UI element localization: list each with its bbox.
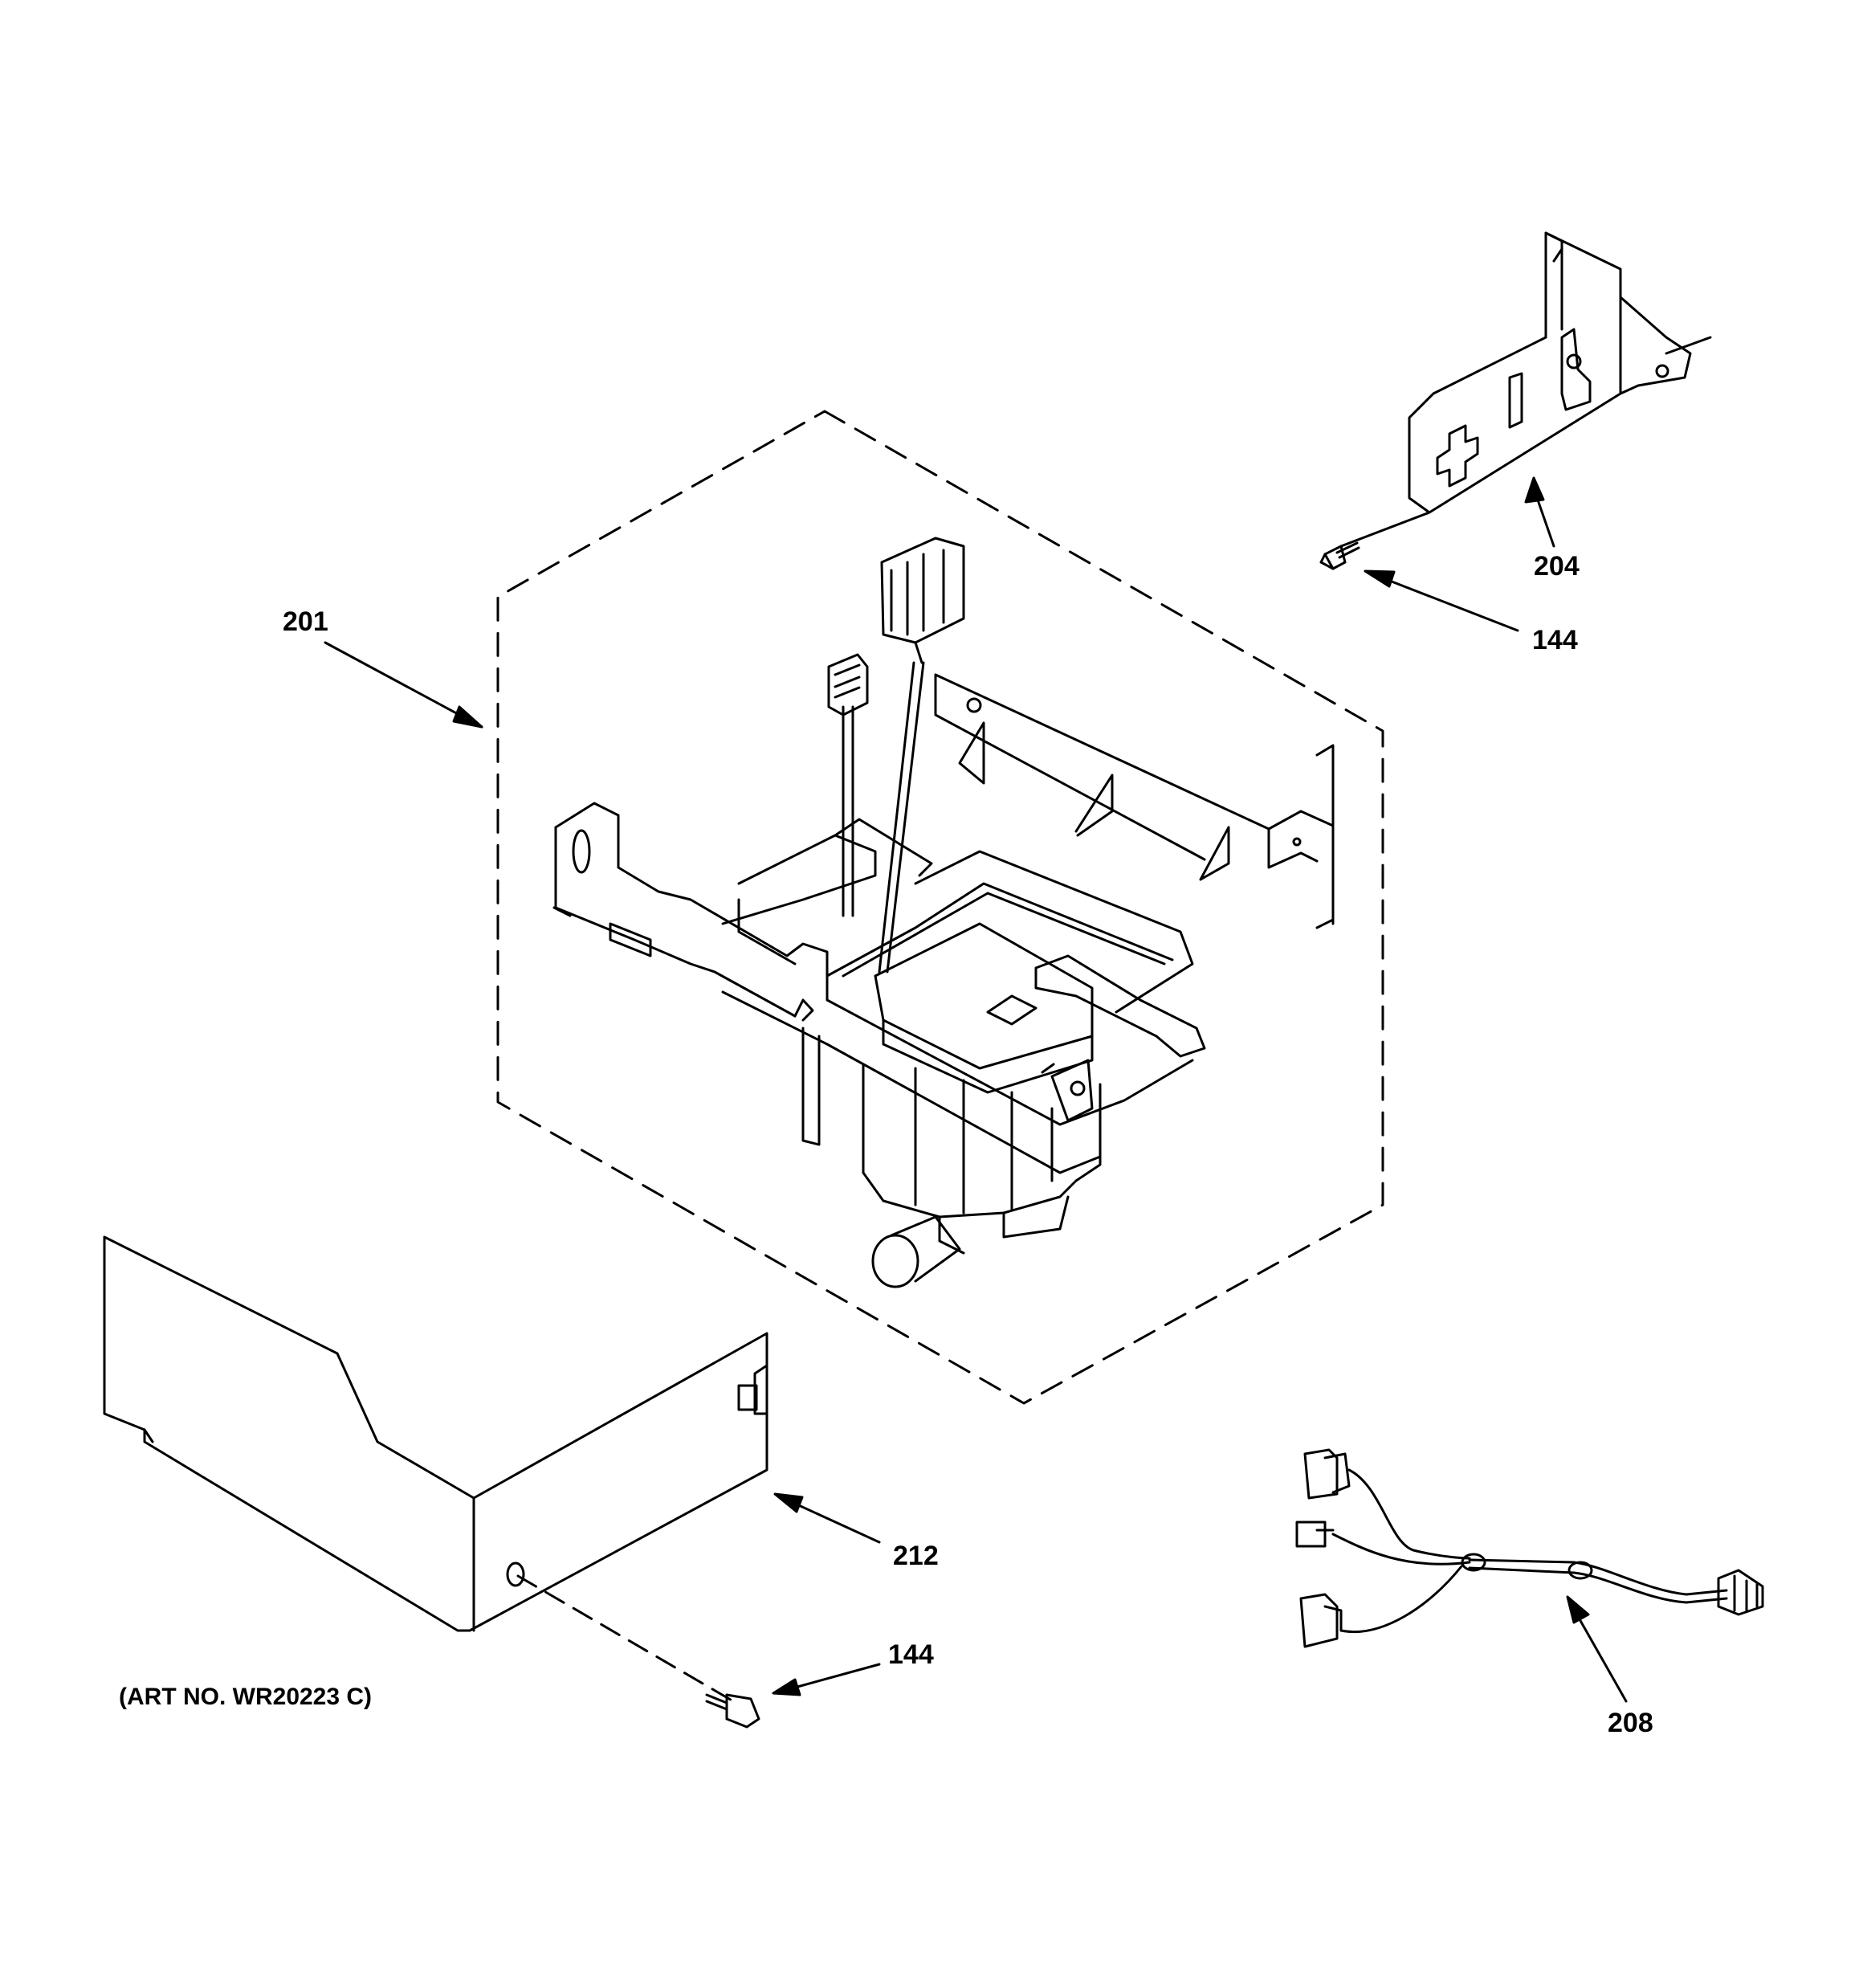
arrow-212-head: [773, 1492, 804, 1513]
drain-pan-assembly: [552, 537, 1335, 1288]
callout-208: 208: [1608, 1708, 1653, 1738]
art-number-caption: (ART NO. WR20223 C): [119, 1684, 373, 1710]
arrow-208-head: [1566, 1595, 1590, 1624]
cover-part-212: [103, 1235, 768, 1632]
wire-harness-part-208: [1295, 1448, 1764, 1648]
screw-144-top: [1319, 541, 1360, 570]
screw-line-204: [1339, 511, 1431, 548]
arrow-201-head: [452, 705, 483, 729]
bracket-part-204: [1408, 231, 1712, 514]
screw-line-212: [516, 1574, 740, 1706]
arrow-208: [1571, 1605, 1628, 1703]
arrow-144-top: [1372, 573, 1519, 632]
arrow-144-bottom: [781, 1663, 881, 1692]
callout-204: 204: [1534, 551, 1580, 582]
leader-arrows: [324, 476, 1628, 1703]
arrow-204-head: [1524, 476, 1545, 504]
arrow-144-bottom-head: [772, 1678, 801, 1696]
assembly-boundary-dashed: [496, 410, 1384, 1405]
screw-144-bottom: [705, 1693, 760, 1729]
callout-212: 212: [893, 1541, 939, 1571]
callout-144-bottom: 144: [888, 1639, 934, 1670]
callout-201: 201: [283, 606, 328, 637]
arrow-144-top-head: [1364, 569, 1396, 588]
callout-144-top: 144: [1532, 625, 1578, 655]
